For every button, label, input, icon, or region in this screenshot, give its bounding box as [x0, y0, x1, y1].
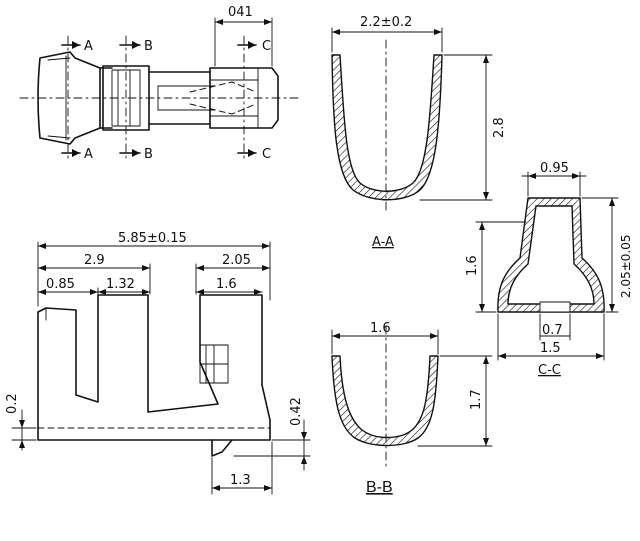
section-marker-a-top: A [84, 39, 93, 54]
section-cc-label: C-C [538, 363, 561, 378]
dim-cc-bottom: 1.5 [540, 341, 561, 356]
dim-cc-top: 0.95 [540, 161, 569, 176]
section-aa-label: A-A [372, 235, 394, 250]
dim-aa-height: 2.8 [492, 117, 507, 138]
section-marker-c-bottom: C [262, 147, 271, 162]
section-marker-b-bottom: B [144, 147, 153, 162]
dim-side-right: 0.42 [289, 397, 304, 426]
section-bb-label: B-B [366, 479, 393, 496]
dim-side-c: 0.85 [46, 277, 75, 292]
dim-side-bottom: 1.3 [230, 473, 251, 488]
side-view-profile [37, 294, 271, 441]
dim-side-b: 2.05 [222, 253, 251, 268]
section-marker-b-top: B [144, 39, 153, 54]
section-marker-a-bottom: A [84, 147, 93, 162]
dim-cc-slot: 0.7 [542, 323, 563, 338]
dim-side-a: 2.9 [84, 253, 105, 268]
dim-side-total: 5.85±0.15 [118, 231, 187, 246]
dim-side-left: 0.2 [5, 393, 20, 414]
dim-aa-width: 2.2±0.2 [360, 15, 412, 30]
dim-bb-width: 1.6 [370, 321, 391, 336]
top-view-contact-box [209, 67, 279, 129]
dim-side-e: 1.6 [216, 277, 237, 292]
section-cc: 0.95 1.6 2.05±0.05 0.7 1.5 C-C [465, 161, 633, 378]
dim-cc-height-right: 2.05±0.05 [619, 235, 633, 299]
dim-bb-height: 1.7 [469, 389, 484, 410]
dim-top-width: 041 [228, 5, 253, 20]
side-view: 5.85±0.15 2.9 2.05 0.85 1.32 1.6 [5, 231, 311, 495]
section-cc-profile [497, 197, 605, 313]
section-aa-profile [331, 54, 443, 201]
section-bb: 1.6 1.7 B-B [331, 321, 493, 496]
dim-side-d: 1.32 [106, 277, 135, 292]
section-marker-c-top: C [262, 39, 271, 54]
top-view: A A B B C C 041 [19, 5, 301, 162]
dim-cc-height-left: 1.6 [465, 255, 480, 276]
section-aa: 2.2±0.2 2.8 A-A [331, 15, 507, 250]
section-bb-profile [331, 355, 439, 447]
